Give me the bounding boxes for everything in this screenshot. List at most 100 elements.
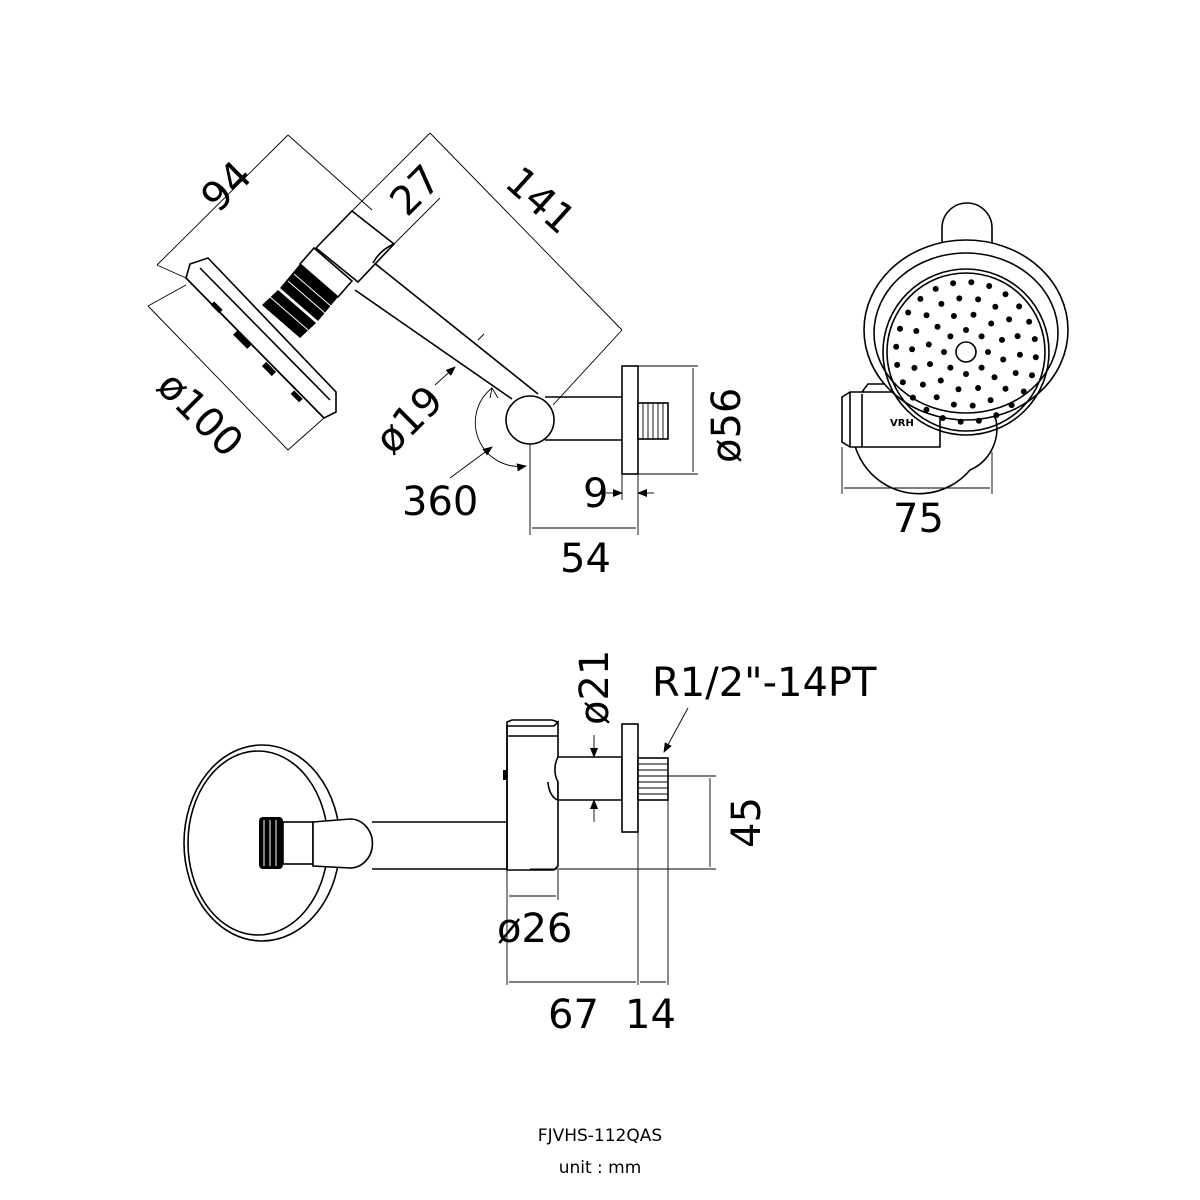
shower-head-side [185, 257, 337, 419]
dim-141: 141 [496, 158, 623, 406]
dim-54: 54 [529, 444, 639, 582]
spray-hole [992, 303, 999, 310]
spray-hole [933, 394, 940, 401]
spray-hole [963, 327, 969, 333]
spray-hole [909, 346, 916, 353]
side-thread [637, 757, 669, 801]
spray-holes [893, 279, 1039, 425]
dim-94-label: 94 [193, 153, 262, 222]
spray-hole [957, 418, 964, 425]
unit-note: unit : mm [558, 1158, 642, 1178]
spray-hole [956, 295, 963, 302]
spray-hole [993, 412, 1000, 419]
angled-view: 94 27 141 ø100 ø19 [147, 132, 750, 582]
spray-hole [897, 325, 903, 332]
spray-hole [947, 364, 954, 371]
dim-54-label: 54 [560, 536, 611, 582]
dim-21: ø21 [572, 650, 618, 822]
wall-flange [621, 365, 639, 475]
spray-hole [986, 283, 993, 289]
dim-27: 27 [351, 132, 623, 331]
center-nozzle [955, 341, 977, 363]
spray-hole [970, 311, 977, 318]
spray-hole [1029, 372, 1035, 379]
spray-hole [899, 379, 906, 386]
shower-head-front [863, 239, 1069, 436]
dim-75: 75 [841, 447, 993, 542]
spray-hole [1016, 351, 1023, 358]
thread-spec-label: R1/2"-14PT [652, 660, 877, 706]
dim-19-label: ø19 [367, 377, 453, 463]
spray-hole [969, 402, 976, 409]
spray-hole [991, 374, 998, 381]
spray-hole [932, 285, 939, 292]
dim-100-label: ø100 [148, 363, 252, 467]
spray-hole [934, 323, 941, 330]
dim-67-label: 67 [548, 992, 599, 1038]
spray-hole [1020, 388, 1027, 395]
knurled-nut [262, 246, 354, 338]
spray-hole [947, 333, 954, 340]
spray-hole [968, 279, 975, 286]
spray-hole [1031, 336, 1038, 343]
dim-26: ø26 [497, 870, 572, 985]
spray-hole [909, 394, 916, 401]
dim-360-label: 360 [402, 479, 478, 525]
side-elbow [503, 719, 559, 871]
dim-26-label: ø26 [497, 906, 572, 952]
side-flange [621, 723, 639, 833]
dim-19: ø19 [367, 333, 485, 463]
dim-56: ø56 [638, 365, 750, 475]
spray-hole [913, 328, 920, 334]
spray-hole [941, 349, 947, 355]
dim-9: 9 [583, 471, 654, 517]
spray-hole [975, 296, 982, 303]
spray-hole [975, 417, 982, 424]
spray-hole [905, 309, 912, 316]
spray-hole [1026, 318, 1033, 325]
spray-hole [1012, 370, 1019, 376]
spray-hole [919, 381, 926, 388]
model-number: FJVHS-112QAS [537, 1126, 663, 1146]
spray-hole [894, 361, 901, 368]
side-view: ø21 R1/2"-14PT 45 ø26 67 14 [183, 650, 877, 1038]
swivel-elbow [505, 395, 555, 445]
spray-hole [937, 377, 944, 384]
spray-hole [950, 280, 957, 287]
spray-hole [1032, 354, 1039, 361]
spray-hole [1014, 333, 1021, 340]
spray-hole [978, 333, 985, 340]
spray-hole [1008, 402, 1015, 409]
spray-hole [999, 336, 1005, 343]
side-wall-pipe [547, 756, 623, 801]
dim-45-label: 45 [724, 797, 770, 848]
spray-hole [978, 364, 985, 371]
dim-141-label: 141 [496, 158, 584, 243]
spray-hole [1002, 385, 1009, 392]
spray-hole [1016, 303, 1023, 310]
dim-27-label: 27 [382, 157, 451, 226]
spray-hole [950, 313, 957, 319]
side-collar [312, 818, 374, 869]
spray-hole [1000, 356, 1007, 363]
spray-hole [955, 386, 962, 393]
wall-pipe [545, 396, 622, 441]
spray-hole [938, 300, 945, 307]
spray-hole [923, 406, 930, 413]
front-view: VRH 75 [841, 202, 1069, 542]
spray-hole [893, 343, 900, 350]
spray-hole [1002, 291, 1009, 298]
spray-hole [987, 397, 994, 404]
spray-hole [927, 361, 933, 368]
threaded-nipple [637, 402, 669, 440]
thread-callout: R1/2"-14PT [652, 660, 877, 753]
dim-360: 360 [402, 386, 527, 525]
dim-67-14: 67 14 [509, 800, 676, 1038]
spray-hole [1006, 316, 1013, 323]
arm-collar [314, 209, 396, 284]
spray-hole [939, 415, 946, 421]
dim-21-label: ø21 [572, 650, 618, 725]
dim-9-label: 9 [583, 471, 608, 517]
spray-hole [985, 349, 991, 355]
